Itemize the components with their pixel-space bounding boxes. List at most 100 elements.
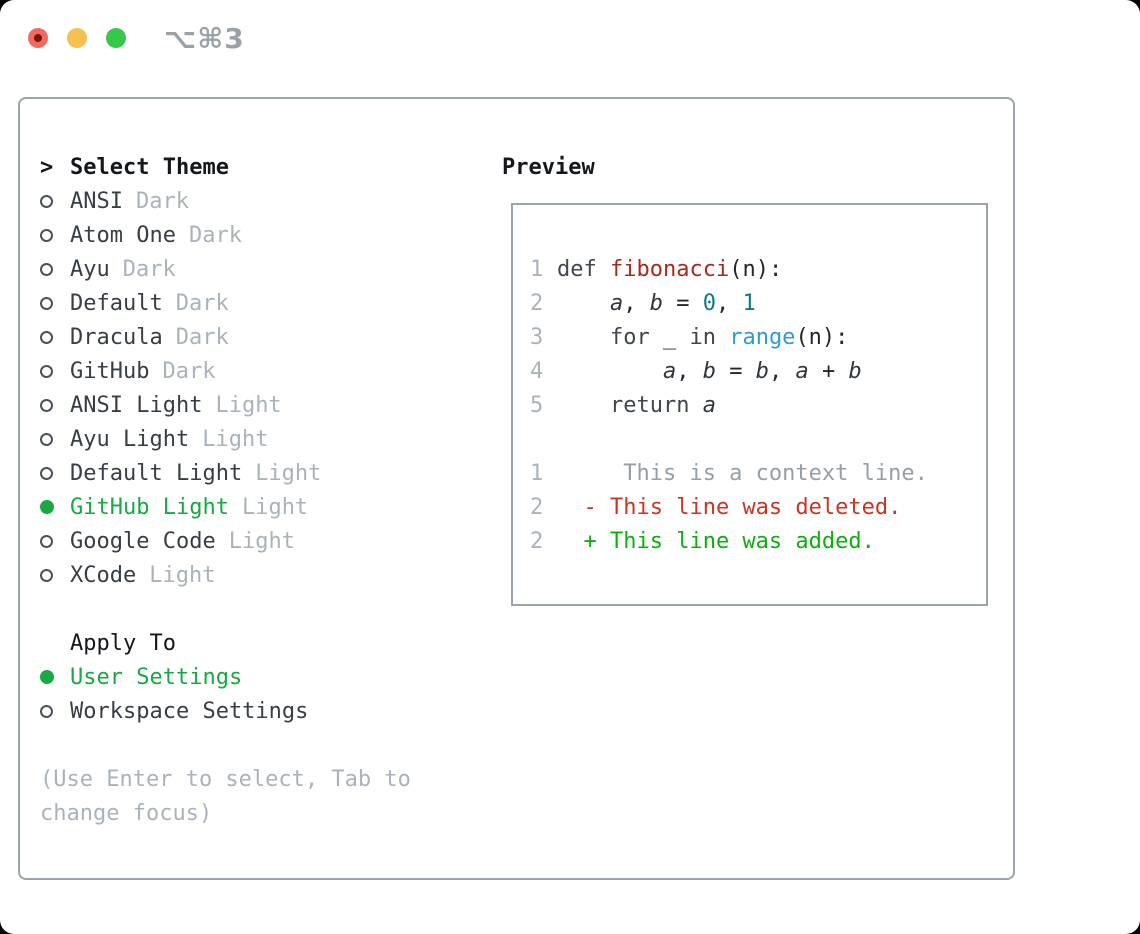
- code-token: 1: [742, 290, 756, 316]
- code-line: 5 return a: [530, 388, 986, 422]
- code-token: This is a context line.: [557, 460, 928, 486]
- close-dot-icon: [34, 34, 42, 42]
- radio-icon: [40, 704, 70, 718]
- theme-option-default[interactable]: Default Dark: [20, 286, 480, 320]
- zoom-button[interactable]: [106, 28, 126, 48]
- radio-icon: [40, 330, 70, 344]
- code-token: ,: [715, 290, 743, 316]
- minimize-button[interactable]: [67, 28, 87, 48]
- code-token: def: [557, 256, 610, 282]
- preview-title: Preview: [502, 154, 595, 180]
- apply-option-label: User Settings: [70, 664, 243, 690]
- select-theme-header: > Select Theme: [20, 150, 480, 184]
- theme-variant-tag: Dark: [122, 256, 176, 282]
- radio-icon: [40, 568, 70, 582]
- theme-variant-tag: Light: [255, 460, 322, 486]
- theme-variant-tag: Dark: [175, 290, 229, 316]
- theme-option-ansi[interactable]: ANSI Dark: [20, 184, 480, 218]
- theme-option-default-light[interactable]: Default Light Light: [20, 456, 480, 490]
- code-line: [530, 422, 986, 456]
- theme-variant-tag: Light: [241, 494, 309, 520]
- code-line: 2 a, b = 0, 1: [530, 286, 986, 320]
- code-token: (n):: [795, 324, 849, 350]
- theme-name: Default Light: [70, 460, 243, 486]
- radio-selected-icon: [40, 500, 70, 514]
- code-line: 2 + This line was added.: [530, 524, 986, 558]
- theme-variant-tag: Dark: [175, 324, 229, 350]
- theme-variant-tag: Dark: [188, 222, 242, 248]
- radio-icon: [40, 194, 70, 208]
- radio-icon: [40, 534, 70, 548]
- code-token: b: [702, 358, 716, 384]
- close-button[interactable]: [28, 28, 48, 48]
- code-token: for: [557, 324, 663, 350]
- radio-icon: [40, 364, 70, 378]
- code-token: ,: [623, 290, 650, 316]
- theme-name: GitHub: [70, 358, 150, 384]
- radio-icon: [40, 262, 70, 276]
- theme-option-atom-one[interactable]: Atom One Dark: [20, 218, 480, 252]
- code-line: 4 a, b = b, a + b: [530, 354, 986, 388]
- code-token: =: [662, 290, 703, 316]
- help-line-2: change focus): [40, 800, 213, 826]
- code-token: range: [729, 324, 796, 350]
- code-line: 1 This is a context line.: [530, 456, 986, 490]
- theme-option-github[interactable]: GitHub Dark: [20, 354, 480, 388]
- line-number: 2: [530, 528, 544, 554]
- theme-name: Default: [70, 290, 163, 316]
- radio-selected-icon: [40, 670, 70, 684]
- theme-variant-tag: Dark: [135, 188, 189, 214]
- apply-option-label: Workspace Settings: [70, 698, 309, 724]
- code-token: b: [649, 290, 663, 316]
- theme-variant-tag: Dark: [162, 358, 216, 384]
- code-line: 2 - This line was deleted.: [530, 490, 986, 524]
- code-token: in: [676, 324, 730, 350]
- theme-option-google-code[interactable]: Google Code Light: [20, 524, 480, 558]
- theme-name: Atom One: [70, 222, 176, 248]
- code-token: return: [557, 392, 703, 418]
- theme-name: Google Code: [70, 528, 216, 554]
- code-token: +: [808, 358, 849, 384]
- theme-name: ANSI Light: [70, 392, 203, 418]
- theme-name: Dracula: [70, 324, 163, 350]
- theme-variant-tag: Light: [228, 528, 295, 554]
- radio-icon: [40, 228, 70, 242]
- line-number: 2: [530, 494, 544, 520]
- radio-icon: [40, 296, 70, 310]
- apply-to-header: Apply To: [20, 626, 480, 660]
- line-number: 3: [530, 324, 544, 350]
- apply-option-workspace-settings[interactable]: Workspace Settings: [20, 694, 480, 728]
- code-token: a: [702, 392, 716, 418]
- apply-to-title: Apply To: [70, 630, 176, 656]
- code-token: [557, 291, 610, 316]
- code-token: ,: [768, 358, 796, 384]
- code-line: 3 for _ in range(n):: [530, 320, 986, 354]
- theme-option-dracula[interactable]: Dracula Dark: [20, 320, 480, 354]
- theme-variant-tag: Light: [202, 426, 269, 452]
- line-number: 1: [530, 256, 544, 282]
- code-token: a: [609, 290, 624, 316]
- code-token: 0: [702, 290, 716, 316]
- help-line-1: (Use Enter to select, Tab to: [40, 766, 411, 792]
- prompt-icon: >: [40, 154, 54, 180]
- apply-option-user-settings[interactable]: User Settings: [20, 660, 480, 694]
- theme-variant-tag: Light: [149, 562, 216, 588]
- radio-icon: [40, 432, 70, 446]
- code-token: ,: [676, 358, 703, 384]
- code-token: fibonacci: [609, 256, 730, 282]
- line-number: 2: [530, 290, 544, 316]
- select-theme-title: Select Theme: [70, 154, 229, 180]
- code-token: a: [795, 358, 809, 384]
- theme-option-github-light[interactable]: GitHub Light Light: [20, 490, 480, 524]
- theme-name: GitHub Light: [70, 494, 229, 520]
- theme-name: ANSI: [70, 188, 123, 214]
- line-number: 5: [530, 392, 544, 418]
- code-token: + This line was added.: [557, 528, 875, 554]
